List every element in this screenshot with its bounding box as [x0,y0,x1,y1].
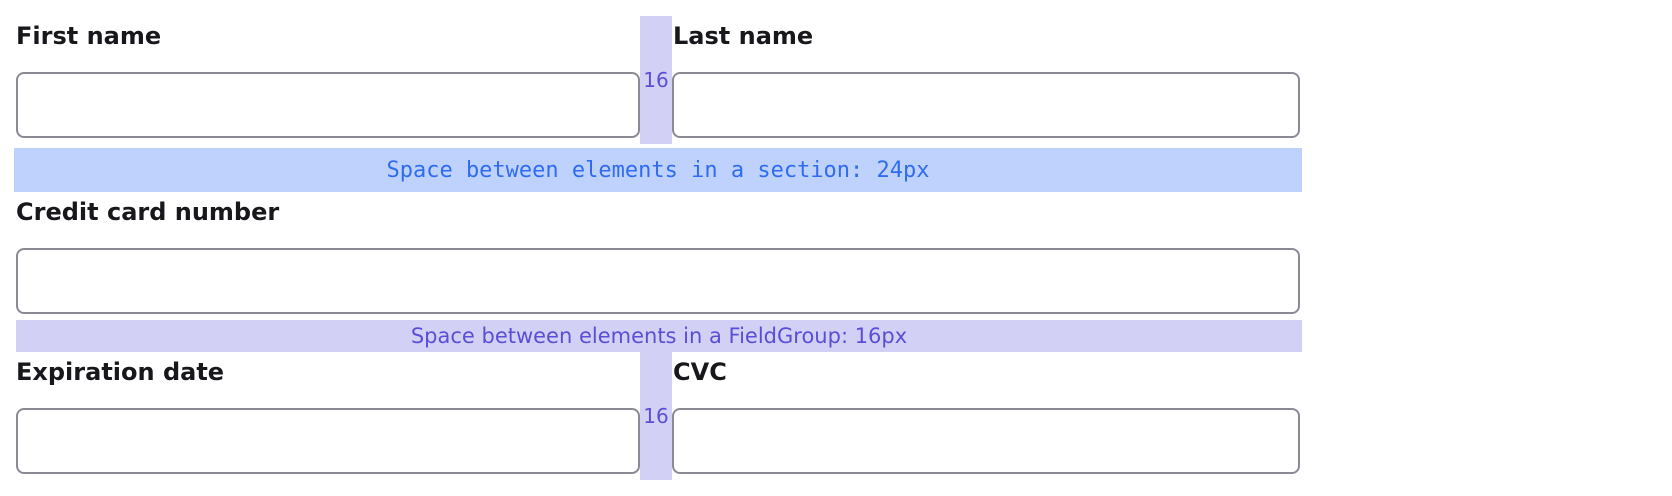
first-name-label: First name [16,22,162,50]
credit-card-label: Credit card number [16,198,280,226]
field-gap-indicator [640,352,672,480]
expiration-date-label: Expiration date [16,358,225,386]
last-name-input[interactable] [672,72,1300,138]
cvc-input[interactable] [672,408,1300,474]
field-gap-value: 16 [643,68,669,92]
expiration-date-input[interactable] [16,408,640,474]
fieldgroup-spacing-label: Space between elements in a FieldGroup: … [410,324,908,348]
section-spacing-indicator: Space between elements in a section: 24p… [14,148,1302,192]
field-gap-indicator [640,16,672,144]
credit-card-input[interactable] [16,248,1300,314]
fieldgroup-spacing-indicator: Space between elements in a FieldGroup: … [16,320,1302,352]
last-name-label: Last name [673,22,814,50]
first-name-input[interactable] [16,72,640,138]
cvc-label: CVC [673,358,727,386]
section-spacing-label: Space between elements in a section: 24p… [386,157,930,183]
field-gap-value: 16 [643,404,669,428]
